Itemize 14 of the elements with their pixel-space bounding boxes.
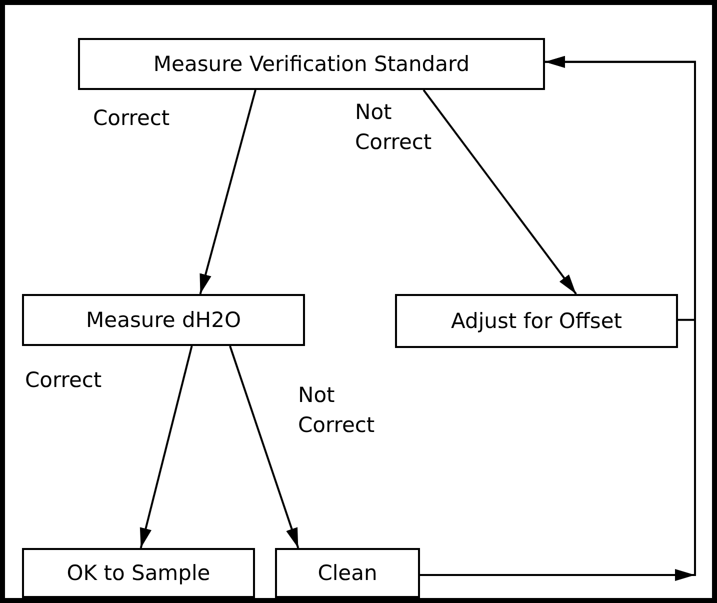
process-box: Measure dH2O	[22, 294, 305, 346]
arrow	[199, 90, 256, 294]
process-box: OK to Sample	[22, 548, 255, 598]
process-box: Measure Verification Standard	[78, 38, 545, 90]
edge-label: Correct	[25, 367, 103, 394]
arrow	[420, 56, 696, 581]
arrow	[140, 346, 193, 548]
edge-label: Correct	[93, 105, 171, 132]
arrow	[229, 346, 300, 548]
arrow	[422, 89, 577, 295]
edge-label: Not Correct	[298, 382, 376, 440]
edge-label: Not Correct	[355, 99, 433, 156]
process-box: Clean	[275, 548, 420, 598]
process-box: Adjust for Offset	[395, 294, 678, 348]
